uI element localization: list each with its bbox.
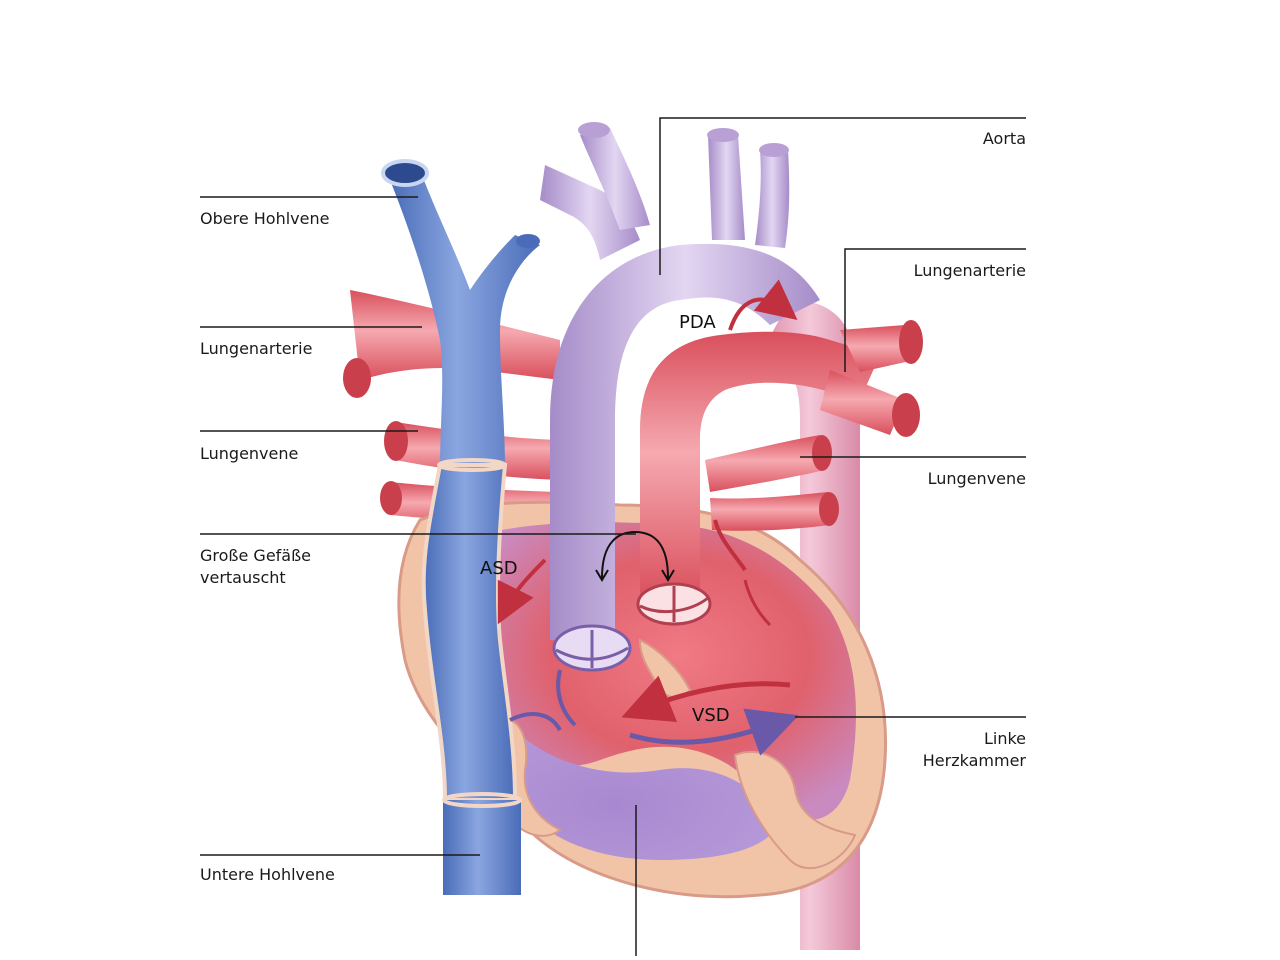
pulmonary-veins-right — [705, 435, 839, 531]
label-inferior-vena-cava: Untere Hohlvene — [200, 865, 335, 884]
label-transposition-line2: vertauscht — [200, 568, 286, 587]
label-pulmonary-vein-left: Lungenvene — [200, 444, 299, 463]
label-left-ventricle-line2: Herzkammer — [922, 751, 1026, 770]
leader-lines — [200, 117, 1026, 956]
label-pulmonary-artery-right: Lungenarterie — [913, 261, 1026, 280]
label-pda: PDA — [679, 312, 716, 333]
label-pulmonary-artery-left: Lungenarterie — [200, 339, 313, 358]
label-transposition-line1: Große Gefäße — [200, 546, 312, 565]
label-left-ventricle-line1: Linke — [983, 729, 1026, 748]
transposition-arrow — [601, 530, 669, 579]
pulmonary-trunk — [636, 320, 923, 626]
label-pulmonary-vein-right: Lungenvene — [927, 469, 1026, 488]
label-asd: ASD — [480, 558, 518, 579]
vena-cava — [381, 159, 540, 895]
label-aorta: Aorta — [982, 129, 1026, 148]
label-vsd: VSD — [692, 705, 730, 726]
flow-arrows — [497, 279, 799, 756]
aorta — [540, 122, 820, 672]
label-superior-vena-cava: Obere Hohlvene — [200, 209, 330, 228]
